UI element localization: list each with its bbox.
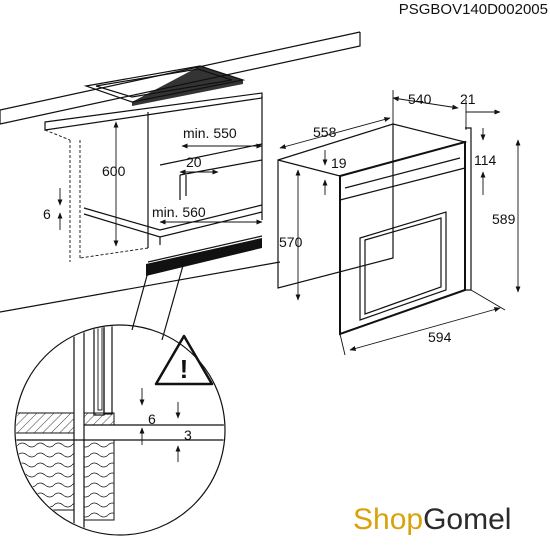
dim-19: 19 bbox=[331, 155, 347, 171]
detail-callout bbox=[14, 261, 226, 536]
warning-icon: ! bbox=[180, 354, 189, 384]
dim-594: 594 bbox=[428, 329, 452, 345]
dim-20: 20 bbox=[186, 154, 202, 170]
dim-540: 540 bbox=[408, 91, 432, 107]
dim-589: 589 bbox=[492, 211, 516, 227]
dim-570: 570 bbox=[279, 234, 303, 250]
brand-logo: ShopGomel bbox=[353, 503, 511, 536]
dim-600: 600 bbox=[102, 163, 126, 179]
dim-6-detail: 6 bbox=[148, 411, 156, 427]
oven-drawing bbox=[277, 90, 521, 356]
kitchen-cabinet-drawing bbox=[0, 31, 361, 313]
diagram-code: PSGBOV140D002005 bbox=[399, 1, 548, 18]
dim-6-cabinet: 6 bbox=[43, 206, 51, 222]
dim-21: 21 bbox=[460, 91, 476, 107]
dim-3-detail: 3 bbox=[184, 427, 192, 443]
dim-114: 114 bbox=[474, 152, 497, 168]
dim-min-560: min. 560 bbox=[152, 204, 206, 220]
brand-part1: Shop bbox=[353, 503, 423, 536]
brand-part2: Gomel bbox=[423, 503, 511, 536]
dim-558: 558 bbox=[313, 124, 337, 140]
dim-min-550: min. 550 bbox=[183, 125, 237, 141]
